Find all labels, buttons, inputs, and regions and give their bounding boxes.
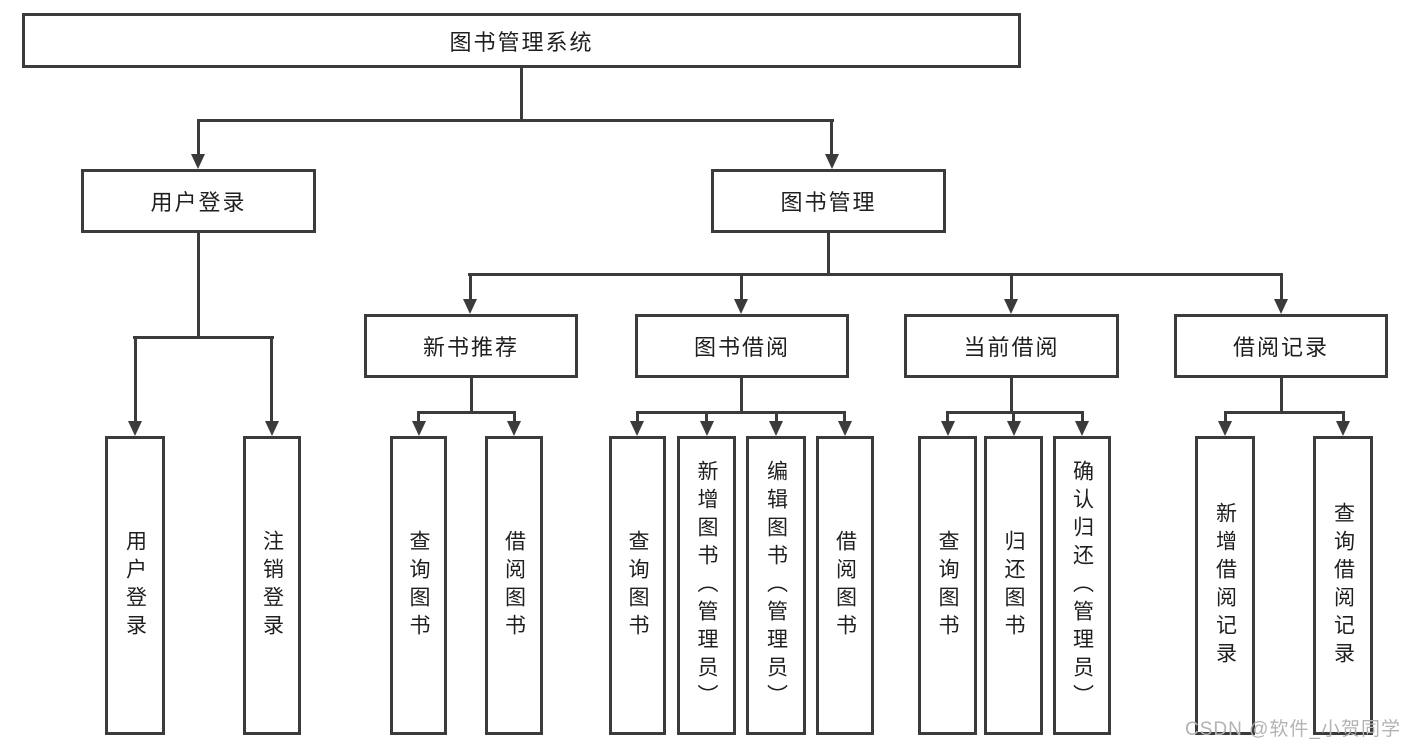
node-label: 图书借阅 [693,335,790,360]
connector-newbooks-stem [470,378,473,411]
arrowhead-user-login [191,154,205,169]
node-label: 图书管理 [780,190,877,215]
connector-bookmgmt-span [468,273,1282,276]
connector-borrowrecords-stem [1280,378,1283,411]
arrowhead-bookborrow [734,299,748,314]
leaf-bookborrow-add-books-admin: 新增图书（管理员） [677,436,736,735]
node-book-management: 图书管理 [711,169,946,233]
connector-newbooks-span [417,411,516,414]
connector-drop-leaf-logout [270,336,273,421]
connector-drop [1224,411,1227,422]
leaf-label: 查询图书 [626,529,649,642]
connector-drop [1081,411,1084,422]
connector-drop [843,411,846,422]
leaf-logout: 注销登录 [243,436,301,735]
connector-drop [1012,411,1015,422]
leaf-currentborrow-return-books: 归还图书 [984,436,1043,735]
leaf-records-query-borrow-record: 查询借阅记录 [1313,436,1373,735]
node-current-borrowing: 当前借阅 [904,314,1119,378]
arrowhead [700,421,714,436]
leaf-records-add-borrow-record: 新增借阅记录 [1195,436,1255,735]
leaf-label: 查询图书 [936,529,959,642]
leaf-currentborrow-confirm-return-admin: 确认归还（管理员） [1053,436,1111,735]
connector-userlogin-stem [197,233,200,336]
connector-drop [775,411,778,422]
leaf-currentborrow-query-books: 查询图书 [918,436,977,735]
connector-drop [417,411,420,422]
connector-drop [946,411,949,422]
leaf-label: 查询图书 [407,529,430,642]
connector-drop-user-login [197,119,200,155]
node-label: 当前借阅 [963,335,1060,360]
node-new-book-recommend: 新书推荐 [364,314,578,378]
leaf-label: 新增图书（管理员） [695,459,718,712]
connector-drop [705,411,708,422]
node-system-root: 图书管理系统 [22,13,1021,68]
connector-drop-leaf-login [134,336,137,421]
connector-bookborrow-span [636,411,846,414]
arrowhead-leaf-logout [265,421,279,436]
connector-borrowrecords-span [1224,411,1344,414]
connector-userlogin-span [133,336,274,339]
connector-drop [513,411,516,422]
arrowhead [941,421,955,436]
connector-drop-borrowrecords [1280,273,1283,300]
connector-drop [636,411,639,422]
connector-bookborrow-stem [740,378,743,411]
leaf-newbooks-borrow-books: 借阅图书 [485,436,543,735]
leaf-bookborrow-borrow-books: 借阅图书 [816,436,874,735]
node-label: 借阅记录 [1232,335,1329,360]
arrowhead [1007,421,1021,436]
arrowhead-leaf-login [128,421,142,436]
arrowhead-currentborrow [1004,299,1018,314]
leaf-bookborrow-edit-books-admin: 编辑图书（管理员） [746,436,806,735]
node-borrow-records: 借阅记录 [1174,314,1388,378]
arrowhead-newbooks [463,299,477,314]
leaf-label: 确认归还（管理员） [1070,459,1094,712]
leaf-label: 新增借阅记录 [1213,501,1237,670]
connector-drop-newbooks [469,273,472,300]
leaf-label: 用户登录 [123,529,147,642]
leaf-label: 归还图书 [1002,529,1025,642]
node-label: 新书推荐 [422,335,519,360]
connector-root-stem [520,68,523,119]
arrowhead [412,421,426,436]
node-book-borrowing: 图书借阅 [635,314,849,378]
node-label: 图书管理系统 [449,29,594,55]
connector-drop-currentborrow [1010,273,1013,300]
arrowhead [1336,421,1350,436]
connector-drop [1342,411,1345,422]
leaf-label: 借阅图书 [833,529,857,642]
leaf-bookborrow-query-books: 查询图书 [609,436,666,735]
arrowhead [630,421,644,436]
node-label: 用户登录 [150,190,247,215]
leaf-newbooks-query-books: 查询图书 [390,436,447,735]
connector-drop-book-mgmt [830,119,833,155]
connector-currentborrow-stem [1010,378,1013,411]
leaf-label: 编辑图书（管理员） [764,459,788,712]
arrowhead-borrowrecords [1274,299,1288,314]
csdn-watermark: CSDN @软件_小贺同学 [1185,719,1401,740]
arrowhead-book-mgmt [825,154,839,169]
arrowhead [1218,421,1232,436]
leaf-label: 查询借阅记录 [1331,501,1355,670]
leaf-user-login: 用户登录 [105,436,165,735]
connector-drop-bookborrow [740,273,743,300]
leaf-label: 注销登录 [260,529,284,642]
node-user-login: 用户登录 [81,169,316,233]
arrowhead [769,421,783,436]
leaf-label: 借阅图书 [502,529,526,642]
arrowhead [838,421,852,436]
connector-bookmgmt-stem [827,233,830,273]
arrowhead [1075,421,1089,436]
connector-root-span [197,119,834,122]
arrowhead [507,421,521,436]
